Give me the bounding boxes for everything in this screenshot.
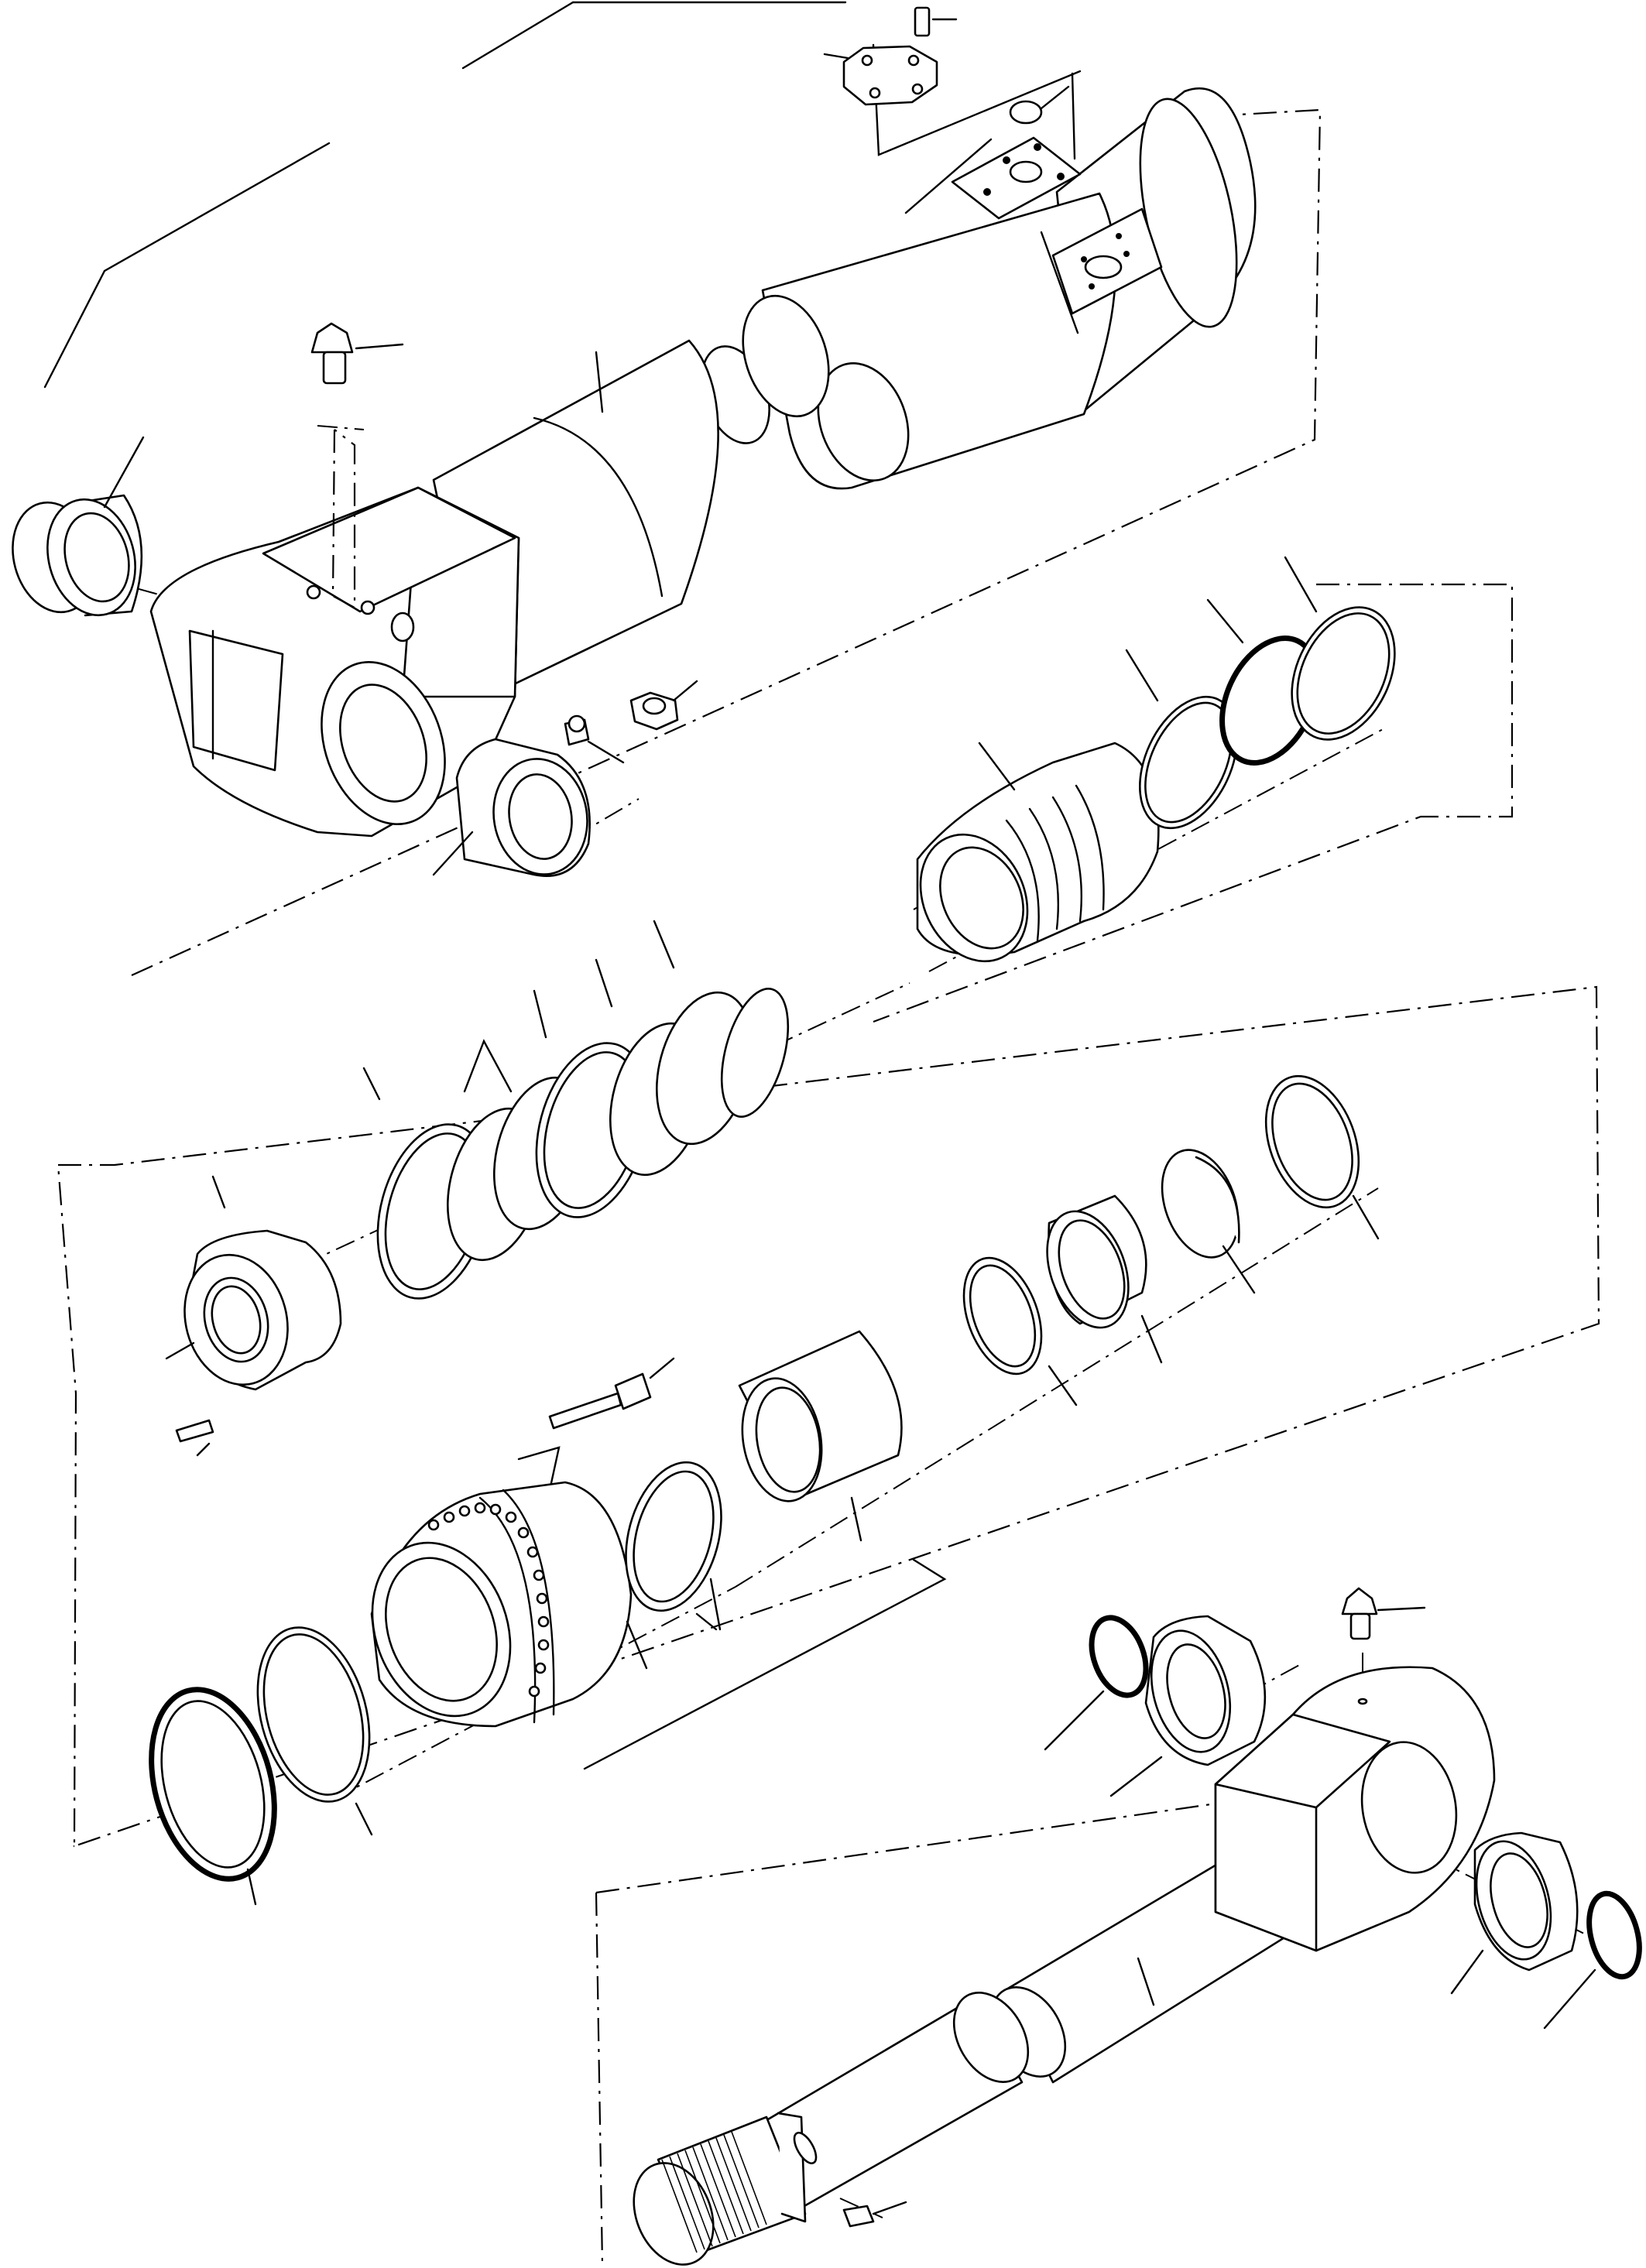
piston: [370, 1481, 648, 1728]
port-plugs: [564, 680, 698, 764]
grease-nipple-upper: [310, 322, 404, 609]
piston-rod: [633, 1841, 1302, 2266]
piston-holes: [427, 1502, 550, 1698]
piston-nut: [165, 1175, 342, 1457]
rod-thread: [661, 2131, 767, 2253]
flange-plate: [823, 6, 1070, 125]
rod-seals: [149, 1626, 373, 1906]
rear-bushing: [12, 436, 145, 617]
clevis-bushing: [432, 738, 591, 877]
snap-ring: [625, 1461, 722, 1631]
cylinder-head: [916, 742, 1160, 963]
group-boundary-lines: [43, 1, 1600, 2265]
guide-sleeve: [738, 1330, 903, 1542]
spring-rings: [362, 920, 790, 1300]
grease-nipple-lower: [1341, 1587, 1426, 1640]
rod-eye: [1214, 1666, 1496, 1952]
cylinder-tube: [432, 87, 1257, 702]
piston-seals: [962, 1074, 1380, 1406]
head-seals: [1125, 556, 1396, 830]
rod-eye-bushings: [1044, 1615, 1642, 2030]
piston-bolt: [548, 1357, 675, 1430]
rear-clevis: [149, 486, 520, 838]
